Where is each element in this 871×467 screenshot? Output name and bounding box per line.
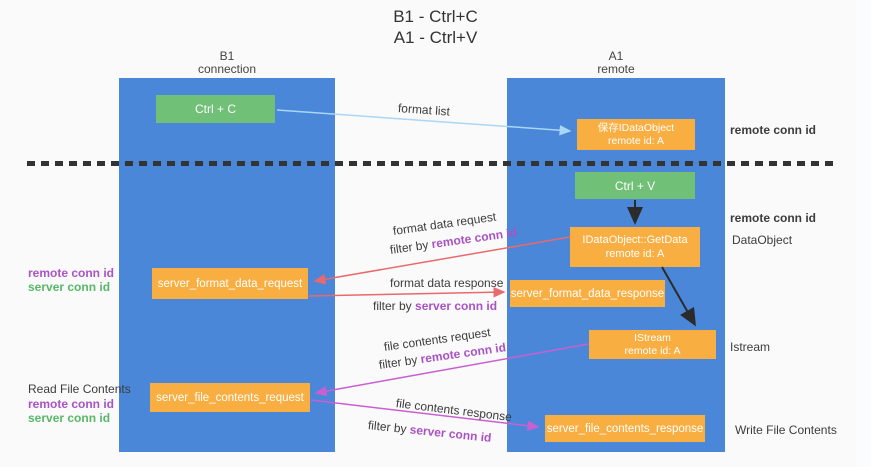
- annotation-read-file-contents: Read File Contents: [28, 382, 131, 396]
- node-idataobject-getdata: IDataObject::GetData remote id: A: [570, 227, 700, 267]
- ctrl-c-label: Ctrl + C: [194, 102, 236, 116]
- server-file-contents-response-label: server_file_contents_response: [546, 422, 704, 435]
- node-save-idataobject: 保存IDataObject remote id: A: [577, 119, 695, 150]
- annotation-server-conn-id-left-top: server conn id: [28, 280, 111, 294]
- lifeline-b1-name: B1: [219, 49, 235, 63]
- node-istream: IStream remote id: A: [589, 330, 716, 359]
- title-line-1: B1 - Ctrl+C: [393, 7, 478, 26]
- node-ctrl-v: Ctrl + V: [575, 172, 695, 199]
- label-file-contents-response: file contents response: [395, 396, 513, 425]
- title-line-2: A1 - Ctrl+V: [393, 28, 478, 47]
- lifeline-a1-subtitle: remote: [597, 62, 635, 76]
- lifeline-a1-name: A1: [608, 49, 624, 63]
- annotation-remote-conn-id-left-bottom: remote conn id: [28, 397, 115, 411]
- save-idataobject-line1: 保存IDataObject: [597, 121, 675, 134]
- annotation-dataobject: DataObject: [732, 233, 793, 247]
- label-file-contents-response-filter: filter by server conn id: [367, 418, 492, 445]
- lifeline-header-b1: B1 connection: [119, 50, 335, 76]
- annotation-write-file-contents: Write File Contents: [735, 423, 837, 437]
- annotation-left-conn-ids-top: remote conn id server conn id: [28, 266, 114, 294]
- right-edge-strip: [856, 0, 871, 467]
- annotation-remote-conn-id-left-top: remote conn id: [28, 266, 115, 280]
- filter-prefix: filter by: [389, 237, 433, 257]
- annotation-istream: Istream: [730, 340, 771, 354]
- istream-line2: remote id: A: [624, 344, 681, 357]
- label-format-data-response: format data response: [390, 276, 504, 290]
- filter-key-server-conn-id: server conn id: [415, 299, 498, 313]
- annotation-left-read-file-group: Read File Contents remote conn id server…: [28, 381, 131, 425]
- filter-prefix: filter by: [378, 352, 422, 372]
- dashed-divider: [27, 161, 833, 166]
- getdata-line1: IDataObject::GetData: [582, 234, 688, 246]
- label-format-list: format list: [397, 101, 451, 119]
- save-idataobject-line2: remote id: A: [607, 134, 665, 147]
- server-format-data-request-label: server_format_data_request: [157, 277, 303, 290]
- server-file-contents-request-label: server_file_contents_request: [156, 391, 304, 404]
- node-server-format-data-response: server_format_data_response: [510, 280, 665, 307]
- filter-prefix: filter by: [367, 418, 411, 437]
- annotation-remote-conn-id-top-right: remote conn id: [730, 123, 817, 137]
- node-server-file-contents-request: server_file_contents_request: [150, 383, 310, 412]
- node-server-format-data-request: server_format_data_request: [152, 268, 308, 299]
- lifeline-b1-subtitle: connection: [197, 62, 257, 76]
- lifeline-header-a1: A1 remote: [507, 50, 725, 76]
- node-ctrl-c: Ctrl + C: [156, 95, 275, 123]
- annotation-remote-conn-id-mid-right: remote conn id: [730, 211, 817, 225]
- diagram-title: B1 - Ctrl+C A1 - Ctrl+V: [300, 6, 571, 48]
- annotation-server-conn-id-left-bottom: server conn id: [28, 411, 111, 425]
- node-server-file-contents-response: server_file_contents_response: [545, 415, 705, 442]
- server-format-data-response-label: server_format_data_response: [510, 287, 665, 300]
- label-format-data-response-filter: filter by server conn id: [373, 299, 497, 313]
- arrow-format-data-response: [308, 286, 506, 298]
- filter-prefix: filter by: [373, 299, 416, 313]
- filter-key-server-conn-id: server conn id: [409, 422, 493, 445]
- getdata-line2: remote id: A: [605, 248, 665, 260]
- istream-line1: IStream: [634, 331, 671, 344]
- ctrl-v-label: Ctrl + V: [614, 178, 656, 193]
